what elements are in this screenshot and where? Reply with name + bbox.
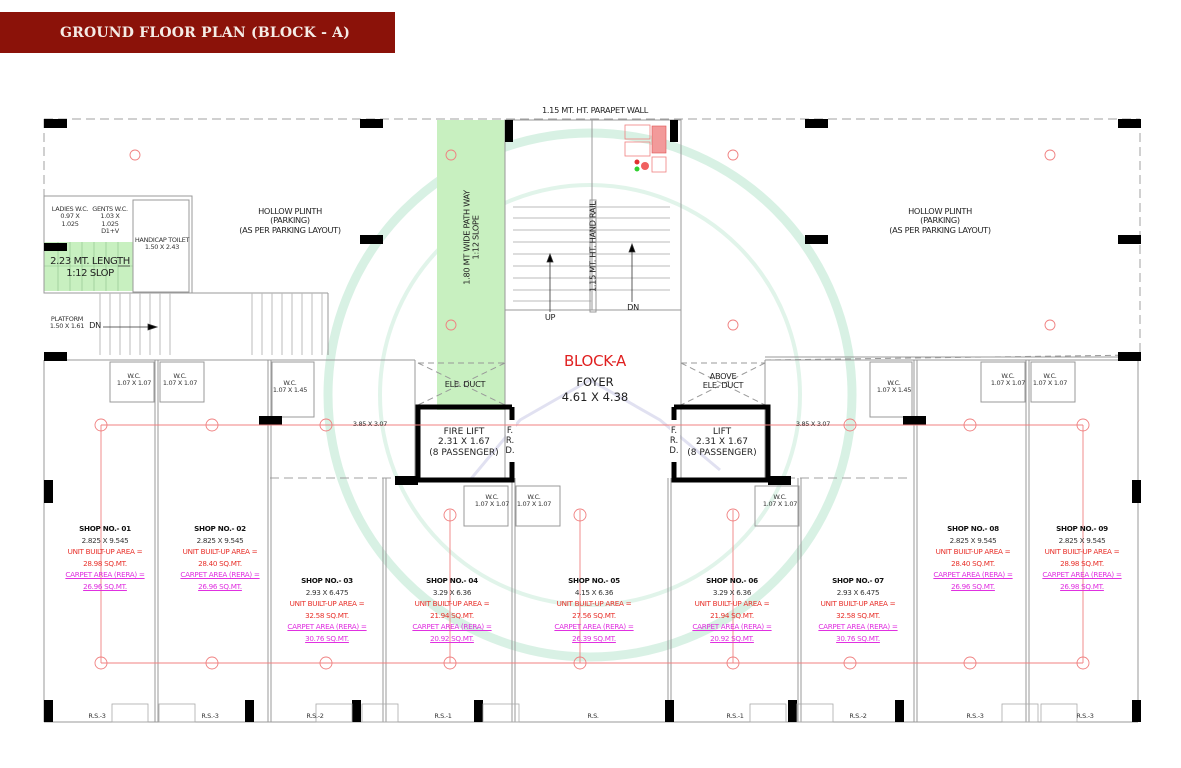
wc-1: W.C.1.07 X 1.07 — [116, 372, 152, 388]
frd-right: F.R.D. — [669, 426, 679, 456]
plan-title-banner: GROUND FLOOR PLAN (BLOCK - A) — [0, 12, 395, 53]
step-label: R.S. — [587, 712, 599, 720]
step-label: R.S.-2 — [849, 712, 867, 720]
wc-4: W.C.1.07 X 1.07 — [474, 493, 510, 509]
pathway-ramp — [437, 120, 505, 410]
handrail-label: 1.15 MT. HT. HAND RAIL — [587, 201, 598, 293]
lobby-right-dim: 3.85 X 3.07 — [795, 420, 831, 428]
wc-9: W.C.1.07 X 1.07 — [1032, 372, 1068, 388]
step-label: R.S.-3 — [88, 712, 106, 720]
wc-8: W.C.1.07 X 1.07 — [990, 372, 1026, 388]
rera-watermark — [323, 128, 857, 662]
structural-grid — [94, 149, 1090, 670]
wc-3: W.C.1.07 X 1.45 — [272, 379, 308, 395]
plan-title: GROUND FLOOR PLAN (BLOCK - A) — [60, 24, 351, 41]
platform-down-label: DN — [89, 320, 101, 330]
lobby-left-dim: 3.85 X 3.07 — [352, 420, 388, 428]
step-label: R.S.-3 — [1076, 712, 1094, 720]
wc-5: W.C.1.07 X 1.07 — [516, 493, 552, 509]
hollow-plinth-right: HOLLOW PLINTH(PARKING)(AS PER PARKING LA… — [889, 206, 991, 235]
step-label: R.S.-3 — [201, 712, 219, 720]
hollow-plinth-left: HOLLOW PLINTH(PARKING)(AS PER PARKING LA… — [239, 206, 341, 235]
step-label: R.S.-3 — [966, 712, 984, 720]
columns — [44, 119, 1141, 722]
wc-6: W.C.1.07 X 1.07 — [762, 493, 798, 509]
step-label: R.S.-2 — [306, 712, 324, 720]
wc-7: W.C.1.07 X 1.45 — [876, 379, 912, 395]
parapet-label: 1.15 MT. HT. PARAPET WALL — [541, 105, 649, 115]
stair-up-label: UP — [544, 312, 556, 322]
wc-2: W.C.1.07 X 1.07 — [162, 372, 198, 388]
step-label: R.S.-1 — [434, 712, 452, 720]
electrical-equipment — [624, 124, 667, 173]
ele-duct-left: ELE. DUCT — [444, 379, 486, 389]
block-name: BLOCK-A — [564, 352, 626, 370]
stair-down-label: DN — [627, 302, 639, 312]
frd-left: F.R.D. — [505, 426, 515, 456]
step-label: R.S.-1 — [726, 712, 744, 720]
